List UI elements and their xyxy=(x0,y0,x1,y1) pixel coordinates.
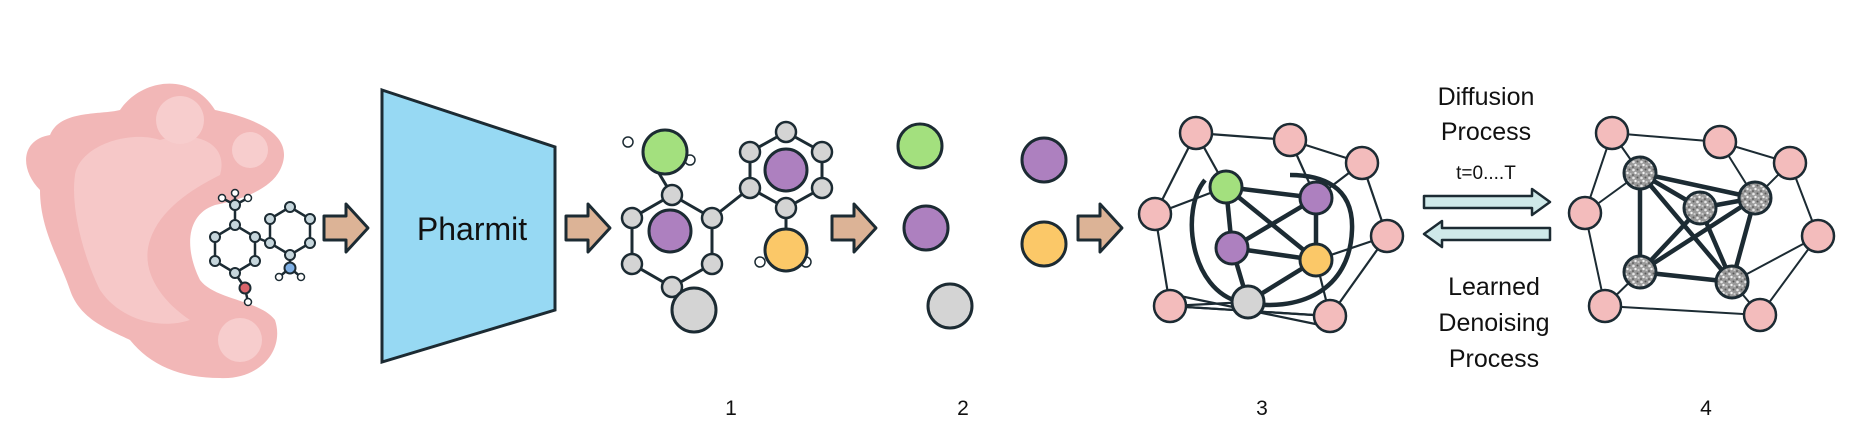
denoising-label-line2: Denoising xyxy=(1438,309,1549,337)
step-label-4: 4 xyxy=(1700,397,1712,420)
denoising-label-line3: Process xyxy=(1449,345,1539,373)
time-range-label: t=0....T xyxy=(1456,163,1516,184)
pharmit-encoder: Pharmit xyxy=(380,87,557,365)
step-label-2: 2 xyxy=(957,397,969,420)
step3-complex-graph xyxy=(1137,115,1405,334)
step1-pharmacophore-graph xyxy=(620,120,834,334)
arrow-4 xyxy=(1076,202,1124,254)
diffusion-label-line2: Process xyxy=(1441,118,1531,146)
protein-pocket xyxy=(26,83,285,379)
arrow-1 xyxy=(322,202,370,254)
arrow-2 xyxy=(564,202,612,254)
encoder-label: Pharmit xyxy=(417,211,527,247)
diffusion-label-line1: Diffusion xyxy=(1438,83,1535,111)
reverse-denoising-arrow xyxy=(1422,219,1552,249)
denoising-label-line1: Learned xyxy=(1448,273,1540,301)
ligand-molecule xyxy=(209,188,316,307)
arrow-3 xyxy=(830,202,878,254)
forward-diffusion-arrow xyxy=(1422,187,1552,217)
step-label-3: 3 xyxy=(1256,397,1268,420)
step2-pharmacophore-features xyxy=(896,122,1068,330)
step-label-1: 1 xyxy=(725,397,737,420)
step4-noised-graph xyxy=(1567,115,1836,333)
